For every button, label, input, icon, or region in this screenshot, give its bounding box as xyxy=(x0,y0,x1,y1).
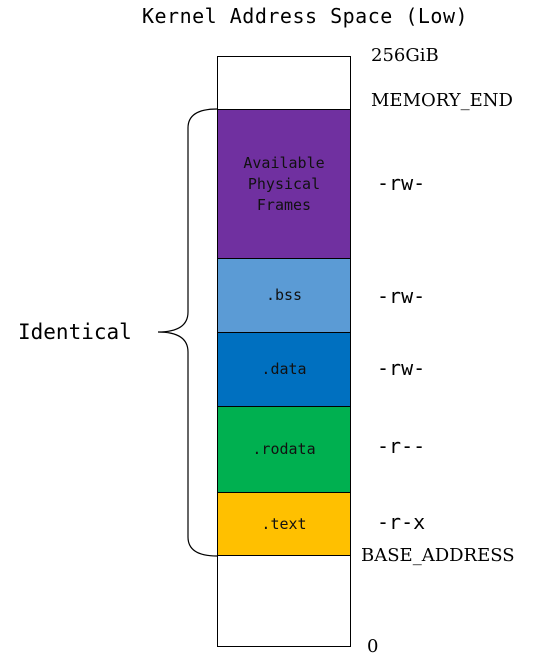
segment-text: .text xyxy=(217,492,351,556)
permissions-bss: -rw- xyxy=(377,284,426,308)
segment-label: .bss xyxy=(265,286,303,304)
unmapped-high-region xyxy=(217,56,351,110)
identical-mapping-label: Identical xyxy=(18,320,132,344)
segment-label: .data xyxy=(261,360,307,378)
segment-bss: .bss xyxy=(217,258,351,333)
unmapped-low-region xyxy=(217,555,351,647)
address-label-base-address: BASE_ADDRESS xyxy=(361,545,515,566)
segment-label: .text xyxy=(261,514,307,533)
segment-rodata: .rodata xyxy=(217,406,351,493)
address-label-memory-end: MEMORY_END xyxy=(371,90,513,111)
segment-label: .rodata xyxy=(252,440,316,458)
address-label-zero: 0 xyxy=(367,636,379,657)
address-label-256gib: 256GiB xyxy=(371,45,439,66)
permissions-frames: -rw- xyxy=(377,171,426,195)
segment-data: .data xyxy=(217,332,351,407)
permissions-text: -r-x xyxy=(377,510,426,534)
diagram-title: Kernel Address Space (Low) xyxy=(141,4,469,28)
permissions-rodata: -r-- xyxy=(377,434,426,458)
curly-brace-icon xyxy=(157,108,218,557)
permissions-data: -rw- xyxy=(377,356,426,380)
